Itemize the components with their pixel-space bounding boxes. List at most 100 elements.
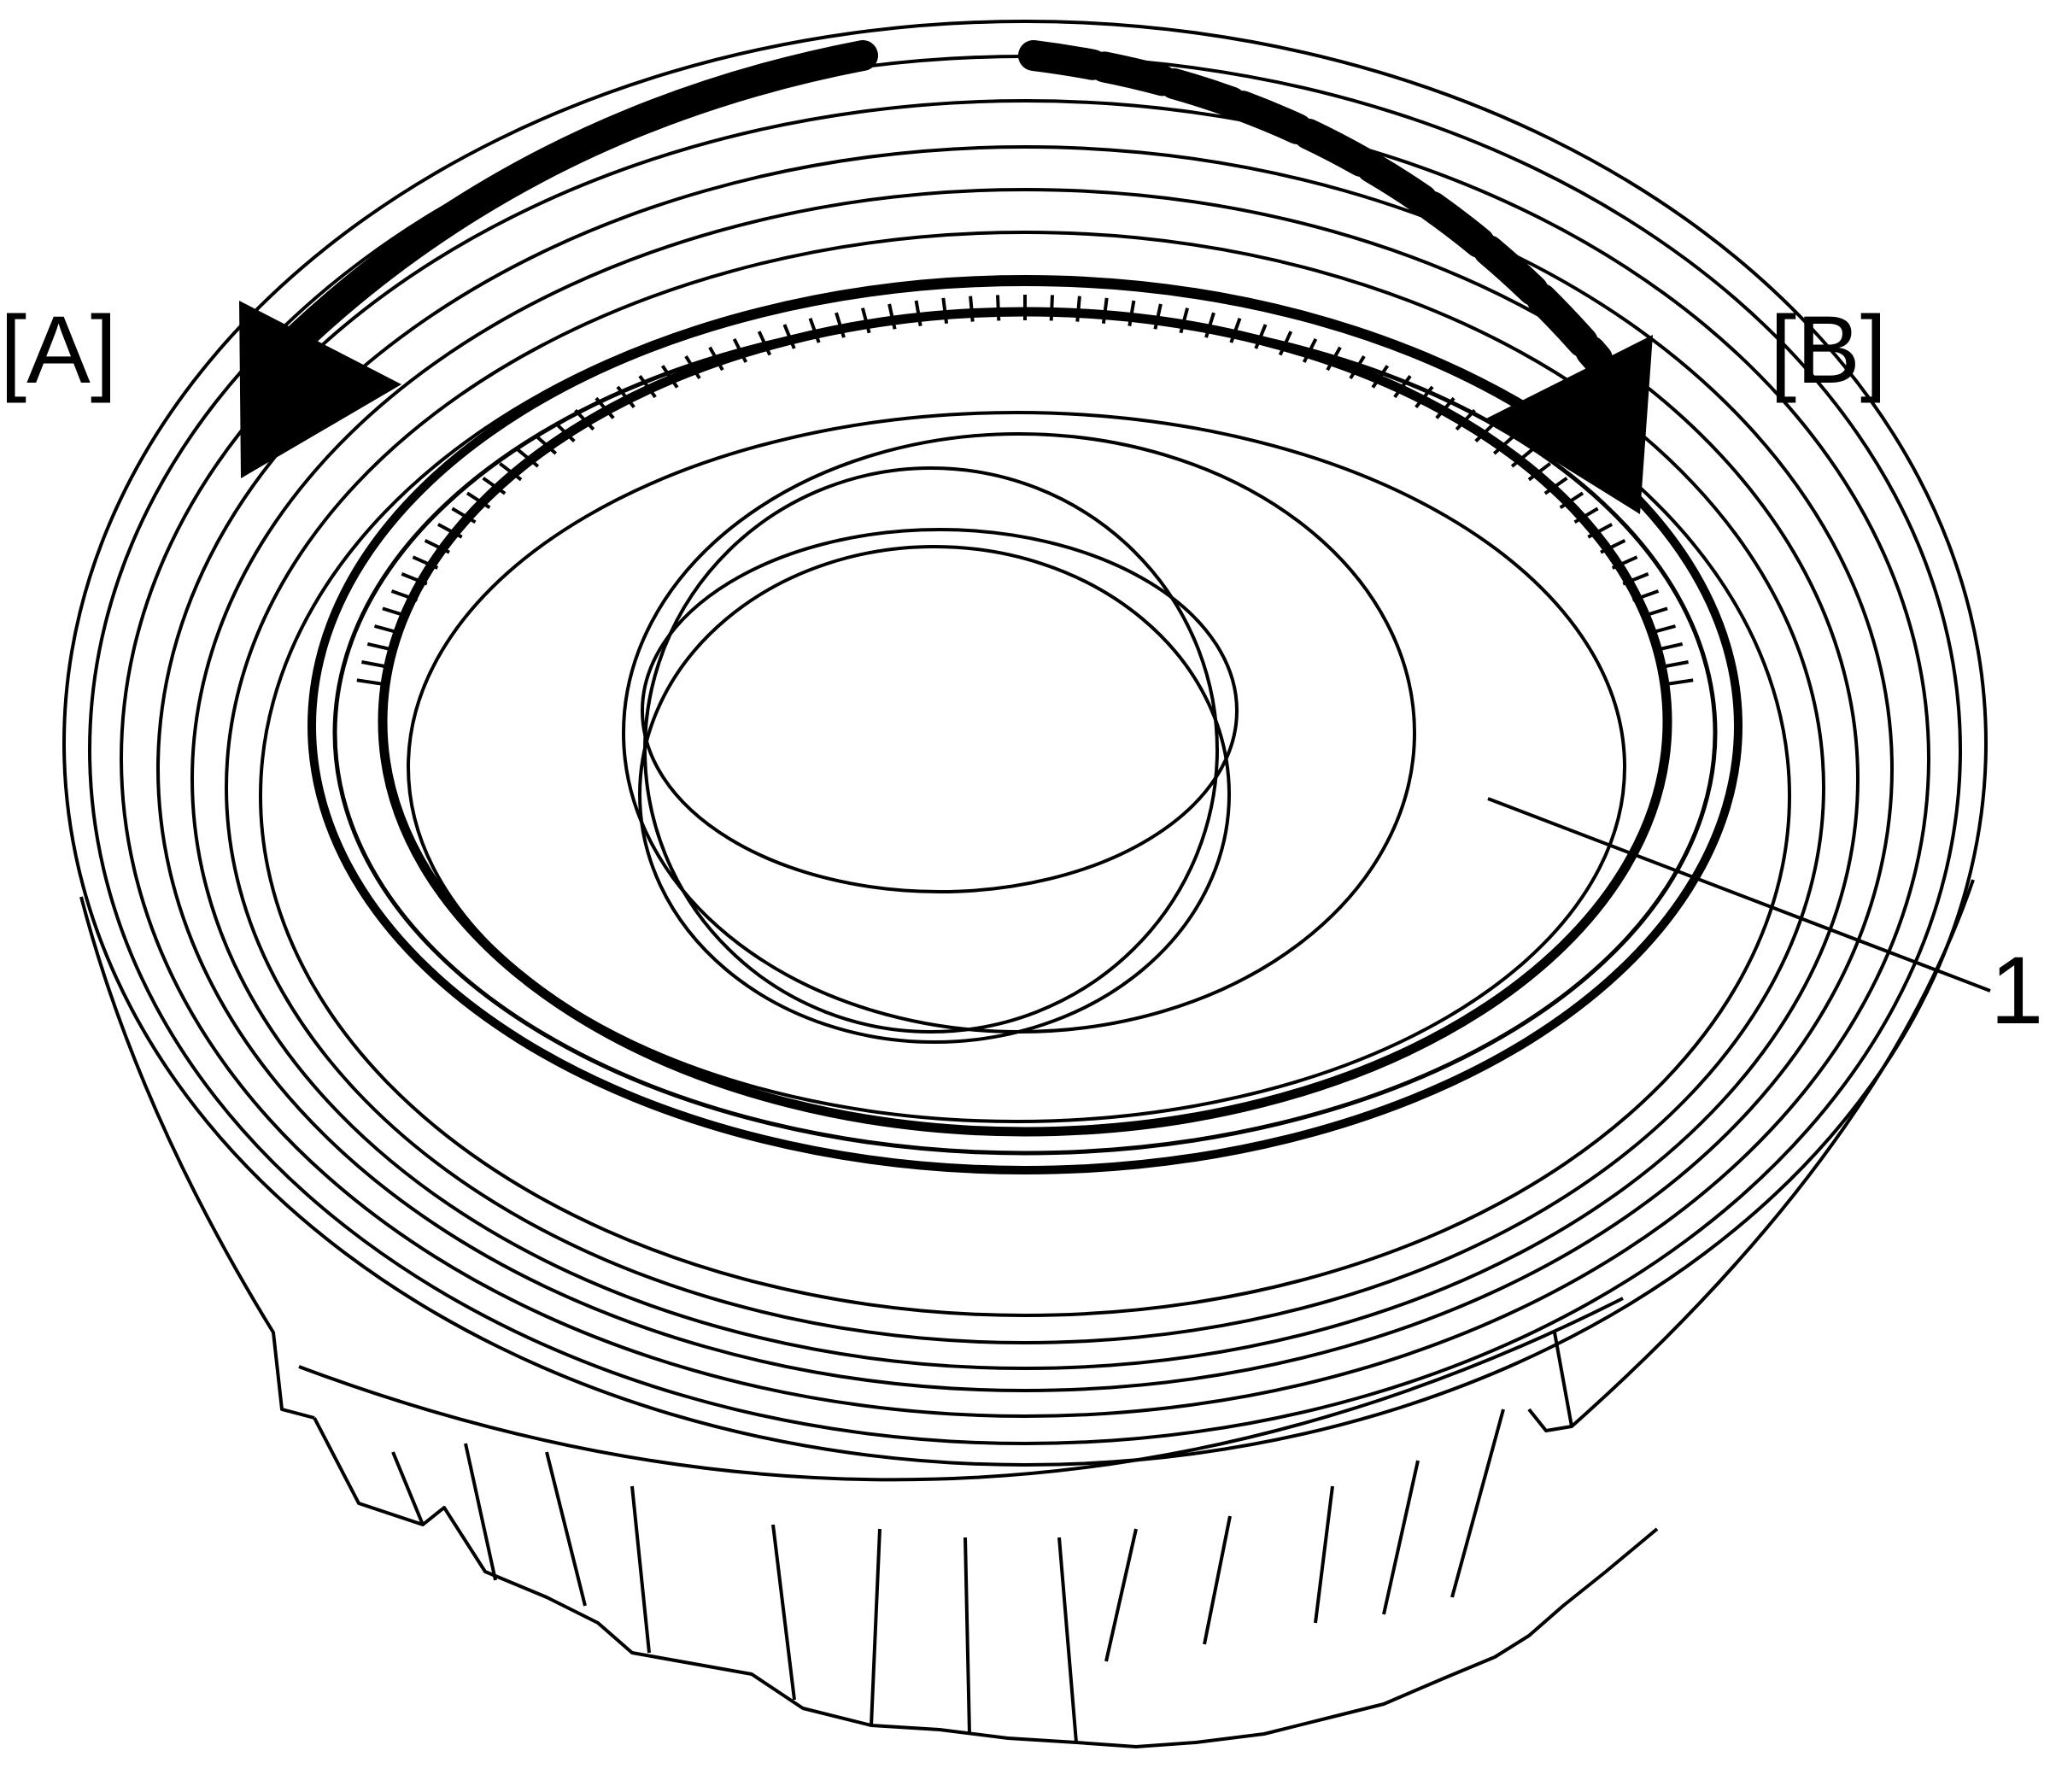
knurl-tooth	[1527, 462, 1552, 482]
barrel-notch-8	[1057, 1537, 1078, 1743]
knurl-tooth	[1573, 507, 1599, 524]
knurl-tooth	[1204, 312, 1215, 338]
knurl-tooth	[969, 296, 975, 322]
knurl-tooth	[757, 331, 772, 356]
lens-element-center	[638, 545, 1231, 1044]
knurl-tooth	[373, 624, 401, 635]
knurl-tooth	[1492, 434, 1515, 455]
knurled-band	[356, 295, 1694, 686]
knurl-tooth	[732, 337, 748, 363]
knurl-tooth	[996, 295, 1001, 321]
knurl-tooth	[1349, 355, 1366, 380]
knurl-tooth	[361, 660, 390, 669]
knurl-tooth	[1302, 337, 1318, 363]
lens-element-front	[407, 411, 1626, 1123]
knurl-tooth	[1655, 641, 1684, 652]
knurl-tooth	[1543, 477, 1568, 495]
label-direction-b: [B]	[1770, 296, 1887, 403]
barrel-notch-10	[1203, 1515, 1232, 1645]
knurl-tooth	[535, 434, 558, 455]
barrel-notch-3	[545, 1451, 587, 1607]
knurl-tooth	[660, 365, 679, 389]
barrel-notch-11	[1314, 1485, 1334, 1624]
knurl-tooth	[914, 300, 922, 326]
knurl-tooth	[1622, 572, 1649, 586]
knurl-tooth	[1455, 408, 1476, 431]
knurl-tooth	[1075, 296, 1081, 322]
outer-ring-4	[156, 145, 1894, 1392]
knurl-tooth	[401, 572, 428, 586]
barrel-right-edge	[1527, 879, 1975, 1432]
knurl-tooth	[516, 448, 540, 468]
arrow-a-head-icon	[239, 301, 401, 478]
knurl-tooth	[887, 303, 897, 330]
knurl-tooth	[782, 324, 796, 349]
knurl-tooth	[1641, 606, 1668, 618]
knurl-tooth	[1326, 346, 1342, 372]
knurl-tooth	[1153, 303, 1163, 330]
knurl-tooth	[616, 385, 636, 409]
knurl-tooth	[1229, 318, 1242, 343]
arrow-a	[239, 40, 878, 478]
arrow-b-head-icon	[1486, 335, 1653, 514]
barrel-notch-6	[870, 1528, 882, 1726]
knurl-tooth	[808, 318, 821, 343]
knurl-tooth	[708, 346, 724, 372]
knurl-tooth	[594, 396, 615, 419]
knurl-tooth	[424, 539, 450, 554]
knurl-tooth	[638, 375, 657, 399]
barrel-notch-1	[391, 1451, 425, 1526]
knurl-tooth	[1587, 523, 1614, 539]
knurl-tooth	[1660, 660, 1689, 669]
knurl-tooth	[1101, 297, 1109, 324]
knurl-tooth	[451, 507, 477, 524]
lens-elements	[407, 411, 1626, 1123]
knurl-tooth	[1666, 678, 1694, 686]
barrel-notch-9	[1104, 1528, 1138, 1662]
knurl-tooth	[835, 312, 846, 338]
knurl-tooth	[1414, 385, 1434, 409]
knurl-tooth	[482, 477, 507, 495]
knurl-tooth	[1049, 295, 1054, 321]
knurl-tooth	[1510, 448, 1534, 468]
outer-ring-5	[190, 188, 1860, 1370]
outer-ring-1	[62, 20, 1988, 1467]
knurl-tooth	[1559, 491, 1584, 509]
barrel-notch-5	[771, 1524, 796, 1701]
knurl-tooth	[1600, 539, 1626, 554]
barrel-notch-14	[1553, 1332, 1573, 1427]
knurl-tooth	[356, 678, 384, 686]
knurl-tooth	[1179, 307, 1190, 334]
arrow-b	[1018, 40, 1653, 514]
barrel-notch-12	[1382, 1460, 1420, 1615]
knurl-tooth	[1474, 421, 1496, 443]
barrel-notch-2	[464, 1443, 497, 1581]
barrel-left-edge	[79, 896, 315, 1420]
knurl-tooth	[366, 641, 395, 652]
label-callout-1: 1	[1990, 937, 2043, 1044]
knurl-tooth	[574, 408, 595, 431]
knurl-tooth	[1128, 300, 1136, 326]
knurl-tooth	[860, 307, 871, 334]
knurl-tooth	[390, 589, 419, 602]
arrow-a-shaft	[279, 40, 878, 357]
arrow-b-shaft	[1018, 40, 1613, 374]
knurl-tooth	[1371, 365, 1390, 389]
knurl-tooth	[412, 555, 439, 570]
knurl-tooth	[382, 606, 409, 618]
outer-ring-3	[120, 99, 1930, 1418]
knurl-tooth	[436, 523, 463, 539]
knurl-tooth	[1435, 396, 1456, 419]
barrel-bottom-profile	[313, 1417, 1659, 1748]
knurl-tooth	[1254, 324, 1268, 349]
knurl-tooth	[941, 297, 949, 324]
knurl-tooth	[1278, 331, 1293, 356]
knurl-tooth	[498, 462, 523, 482]
knurl-tooth	[466, 491, 491, 509]
lower-barrel	[79, 879, 1975, 1748]
knurl-tooth	[1611, 555, 1638, 570]
lens-element-rear-outer	[641, 528, 1239, 893]
knurl-tooth	[1393, 375, 1412, 399]
barrel-notch-4	[630, 1485, 651, 1654]
